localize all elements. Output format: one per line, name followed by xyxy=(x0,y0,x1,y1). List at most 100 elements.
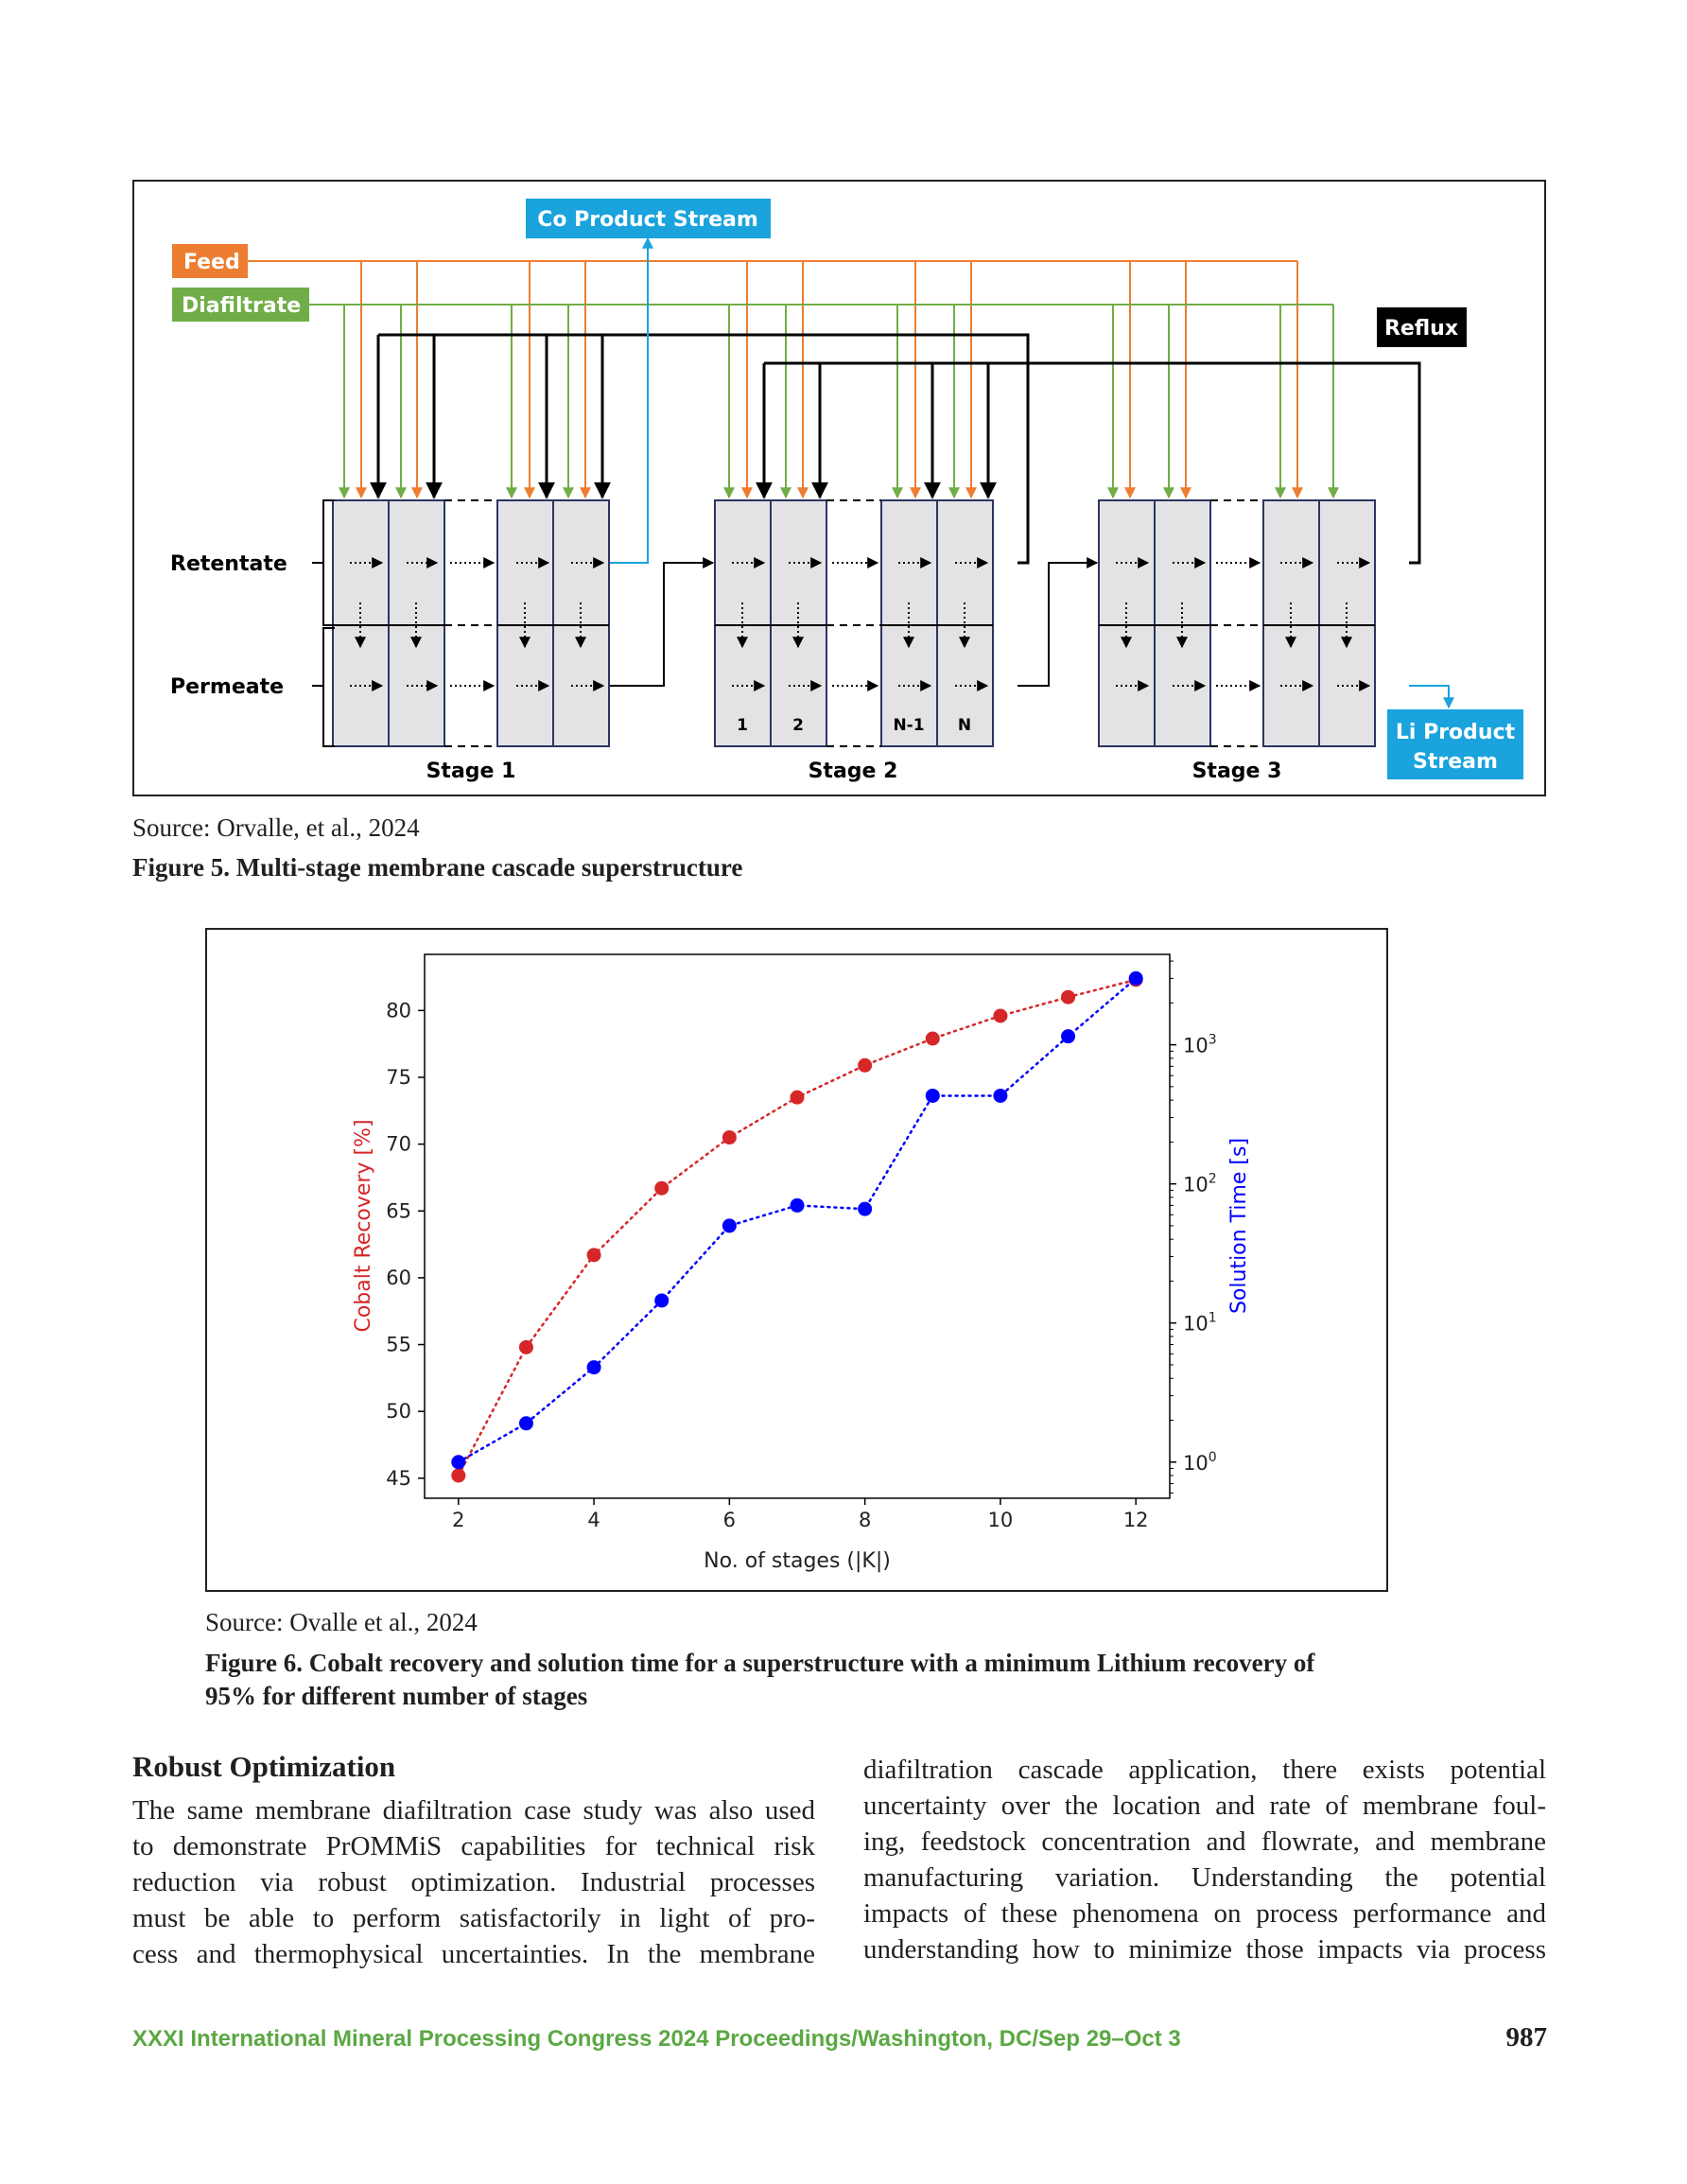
left-column-line: must be able to perform satisfactorily i… xyxy=(132,1903,815,1933)
figure-5-source: Source: Orvalle, et al., 2024 xyxy=(132,813,420,842)
time-point xyxy=(790,1197,805,1213)
recovery-point xyxy=(858,1057,873,1073)
time-point xyxy=(518,1416,533,1431)
li-product-box xyxy=(1387,709,1523,779)
right-column-line: impacts of these phenomena on process pe… xyxy=(863,1898,1546,1929)
recovery-point xyxy=(925,1031,940,1046)
left-y-tick-label: 50 xyxy=(386,1400,411,1423)
internal-flow-arrows xyxy=(350,557,1371,691)
time-point xyxy=(925,1088,940,1103)
left-y-tick-label: 70 xyxy=(386,1133,411,1156)
li-product-line xyxy=(1409,685,1454,709)
recovery-point xyxy=(586,1248,601,1263)
right-y-tick-label: 101 xyxy=(1183,1311,1217,1336)
recovery-point xyxy=(1061,989,1076,1005)
diafiltrate-lines xyxy=(309,304,1339,499)
right-y-axis: 100 101 102 103 xyxy=(1170,960,1217,1494)
right-y-axis-label: Solution Time [s] xyxy=(1227,1138,1251,1314)
recovery-point xyxy=(790,1090,805,1105)
x-axis: 2 4 6 8 10 12 xyxy=(452,1498,1149,1531)
permeate-label: Permeate xyxy=(170,675,284,699)
recovery-time-chart: 2 4 6 8 10 12 45 50 55 60 65 70 75 80 100 101 102 103 N… xyxy=(352,953,1251,1573)
interstage-lines xyxy=(609,557,1099,687)
recovery-series-line xyxy=(457,978,1138,1477)
time-point xyxy=(993,1088,1008,1103)
right-column-text: diafiltration cascade application, there… xyxy=(863,1752,1546,1967)
left-column-line: reduction via robust optimization. Indus… xyxy=(132,1867,815,1897)
x-tick-label: 2 xyxy=(452,1509,464,1531)
left-y-tick-label: 45 xyxy=(386,1467,411,1490)
diafiltrate-box xyxy=(172,288,309,322)
left-y-axis-label: Cobalt Recovery [%] xyxy=(352,1119,375,1332)
recovery-point xyxy=(722,1130,737,1145)
left-y-tick-label: 60 xyxy=(386,1267,411,1289)
recovery-point xyxy=(451,1468,466,1483)
element-2-label: 2 xyxy=(792,716,804,735)
li-product-label-1: Li Product xyxy=(1396,721,1516,744)
stage-2-label: Stage 2 xyxy=(809,760,898,783)
time-point xyxy=(1128,970,1143,986)
x-tick-label: 6 xyxy=(723,1509,736,1531)
footer-text: XXXI International Mineral Processing Co… xyxy=(132,2026,1181,2052)
dashed-connectors xyxy=(444,499,1263,747)
stage-3-label: Stage 3 xyxy=(1192,760,1282,783)
plot-area xyxy=(424,953,1171,1499)
right-y-tick-label: 102 xyxy=(1183,1172,1217,1197)
element-n-label: N xyxy=(958,716,971,735)
left-column-line: to demonstrate PrOMMiS capabilities for … xyxy=(132,1831,815,1861)
reflux-box xyxy=(1377,307,1467,347)
reflux-lines xyxy=(370,333,1421,565)
diafiltrate-label: Diafiltrate xyxy=(182,294,301,318)
figure-6-source: Source: Ovalle et al., 2024 xyxy=(205,1608,478,1636)
element-1-label: 1 xyxy=(737,716,748,735)
element-n-1-label: N-1 xyxy=(893,716,924,735)
figure-6-frame: 2 4 6 8 10 12 45 50 55 60 65 70 75 80 100 101 102 103 N… xyxy=(205,928,1388,1592)
page-number: 987 xyxy=(1505,2022,1548,2053)
left-column-text: The same membrane diafiltration case stu… xyxy=(132,1792,815,1972)
time-series-line xyxy=(457,977,1138,1464)
co-product-label: Co Product Stream xyxy=(537,208,758,232)
retentate-label: Retentate xyxy=(170,552,287,576)
right-column-line: understanding how to minimize those impa… xyxy=(863,1934,1546,1965)
right-column-line: manufacturing variation. Understanding t… xyxy=(863,1862,1546,1893)
right-y-tick-label: 103 xyxy=(1183,1033,1217,1057)
x-tick-label: 4 xyxy=(587,1509,600,1531)
feed-label: Feed xyxy=(183,251,240,274)
time-point xyxy=(858,1201,873,1216)
x-tick-label: 10 xyxy=(988,1509,1014,1531)
x-tick-label: 12 xyxy=(1123,1509,1149,1531)
right-y-tick-label: 100 xyxy=(1183,1450,1217,1475)
time-point xyxy=(586,1360,601,1375)
right-column-line: uncertainty over the location and rate o… xyxy=(863,1791,1546,1821)
feed-lines xyxy=(210,260,1303,499)
recovery-point xyxy=(654,1180,670,1196)
feed-box xyxy=(172,244,248,278)
left-y-axis: 45 50 55 60 65 70 75 80 xyxy=(386,999,425,1490)
x-tick-label: 8 xyxy=(859,1509,871,1531)
co-product-box xyxy=(526,199,771,238)
series-group xyxy=(451,970,1143,1483)
li-product-label-2: Stream xyxy=(1413,750,1498,774)
x-axis-label: No. of stages (|K|) xyxy=(704,1549,891,1573)
left-column-line: The same membrane diafiltration case stu… xyxy=(132,1795,815,1826)
membrane-modules xyxy=(332,499,1376,747)
section-heading: Robust Optimization xyxy=(132,1750,396,1783)
recovery-point xyxy=(518,1339,533,1354)
reflux-label: Reflux xyxy=(1384,317,1458,341)
left-y-tick-label: 75 xyxy=(386,1066,411,1089)
left-y-tick-label: 65 xyxy=(386,1199,411,1222)
time-point xyxy=(654,1293,670,1308)
co-product-line xyxy=(609,236,653,564)
figure-6-caption-line-2: 95% for different number of stages xyxy=(205,1682,588,1710)
left-y-tick-label: 80 xyxy=(386,999,411,1022)
left-y-tick-label: 55 xyxy=(386,1334,411,1356)
left-column-line: cess and thermophysical uncertainties. I… xyxy=(132,1939,815,1969)
figure-5-caption: Figure 5. Multi-stage membrane cascade s… xyxy=(132,853,743,882)
phase-brackets xyxy=(312,499,335,747)
figure-6-caption-line-1: Figure 6. Cobalt recovery and solution t… xyxy=(205,1649,1315,1677)
recovery-point xyxy=(993,1008,1008,1023)
right-column-line: diafiltration cascade application, there… xyxy=(863,1755,1546,1785)
time-point xyxy=(722,1218,737,1233)
time-point xyxy=(451,1455,466,1470)
time-point xyxy=(1061,1029,1076,1044)
